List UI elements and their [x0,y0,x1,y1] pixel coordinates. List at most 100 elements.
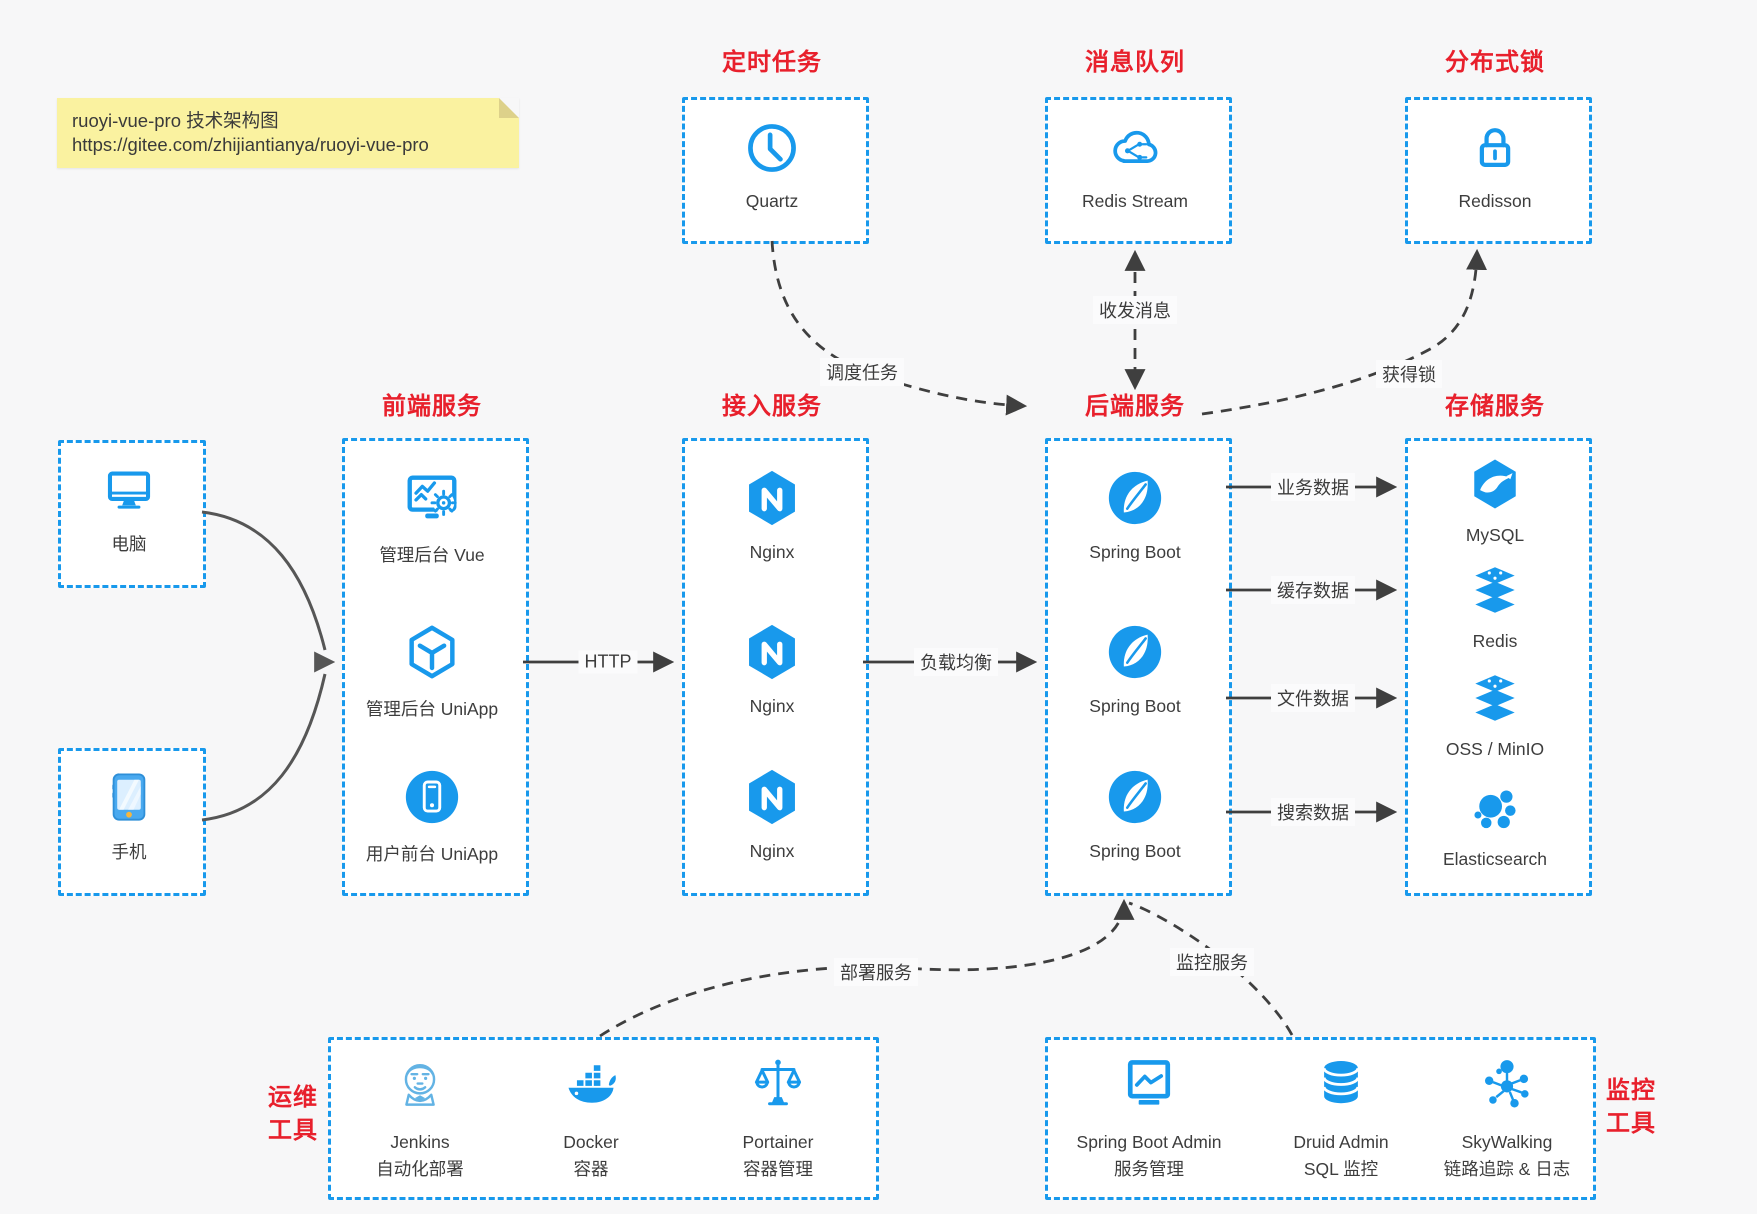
title-distributed-lock: 分布式锁 [1445,49,1545,76]
edge-label-monitor-service: 监控服务 [1170,948,1254,976]
note-url: https://gitee.com/zhijiantianya/ruoyi-vu… [72,134,429,155]
spring-leaf-icon [1107,624,1163,680]
portainer-node: Portainer 容器管理 [688,1054,868,1183]
docker-node: Docker 容器 [501,1054,681,1183]
portainer-name: Portainer [742,1132,814,1152]
pc-box [58,440,206,588]
storage-stack-icon [1475,675,1515,721]
distributed-lock-box [1405,97,1592,244]
title-frontend-services: 前端服务 [382,393,482,420]
mobile-app-icon [404,769,460,825]
redis-stack-icon [1475,567,1515,613]
redis-node: Redis [1405,562,1585,652]
phone-node: 手机 [39,768,219,864]
docker-desc: 容器 [573,1159,609,1179]
spring-boot-admin-desc: 服务管理 [1114,1159,1184,1179]
redis-stream-label: Redis Stream [1081,191,1188,211]
redis-stream-node: Redis Stream [1045,118,1225,212]
nginx-icon [741,621,803,683]
edge-label-load-balance: 负载均衡 [914,648,998,676]
note-title: ruoyi-vue-pro 技术架构图 [72,110,279,131]
redisson-label: Redisson [1458,191,1532,211]
nginx-node-3: Nginx [682,766,862,862]
admin-vue-node: 管理后台 Vue [342,467,522,567]
edge-label-acquire-lock: 获得锁 [1376,360,1442,388]
nginx-label-3: Nginx [749,841,795,861]
nginx-icon [741,467,803,529]
lock-icon [1465,118,1525,178]
spring-boot-label-3: Spring Boot [1089,841,1181,861]
monitor-tools-line1: 监控 [1606,1077,1656,1104]
sticky-note: ruoyi-vue-pro 技术架构图 https://gitee.com/zh… [57,98,519,168]
elasticsearch-cluster-icon [1474,790,1516,829]
edge-label-http: HTTP [578,650,638,674]
spring-boot-admin-node: Spring Boot Admin 服务管理 [1059,1054,1239,1183]
admin-screen-icon [401,467,463,529]
arrow-acquire-lock [1201,248,1488,416]
monitor-tools-line2: 工具 [1606,1110,1656,1137]
edge-label-search-data: 搜索数据 [1271,798,1355,826]
arrow-pc-to-frontend [201,510,327,651]
jenkins-desc: 自动化部署 [376,1159,464,1179]
edge-label-cache-data: 缓存数据 [1271,576,1355,604]
pc-node: 电脑 [39,460,219,556]
title-message-queue: 消息队列 [1085,49,1185,76]
skywalking-desc: 链路追踪 & 日志 [1443,1159,1571,1179]
elasticsearch-node: Elasticsearch [1405,780,1585,870]
edge-label-deploy-service: 部署服务 [834,958,918,986]
spring-boot-label-2: Spring Boot [1089,696,1181,716]
skywalking-name: SkyWalking [1461,1132,1553,1152]
mysql-dolphin-icon [1474,459,1516,509]
portainer-desc: 容器管理 [743,1159,813,1179]
spring-boot-admin-name: Spring Boot Admin [1076,1132,1222,1152]
portainer-scales-icon [754,1058,802,1106]
druid-admin-desc: SQL 监控 [1303,1159,1379,1179]
mysql-label: MySQL [1465,525,1525,545]
user-uniapp-node: 用户前台 UniApp [342,766,522,866]
oss-minio-label: OSS / MinIO [1445,739,1545,759]
redis-label: Redis [1472,631,1518,651]
admin-vue-label: 管理后台 Vue [379,545,485,565]
spring-boot-label-1: Spring Boot [1089,542,1181,562]
edge-label-business-data: 业务数据 [1271,473,1355,501]
elasticsearch-label: Elasticsearch [1442,849,1548,869]
skywalking-node: SkyWalking 链路追踪 & 日志 [1417,1054,1597,1183]
jenkins-icon [404,1064,436,1106]
nginx-node-1: Nginx [682,467,862,563]
ops-tools-line1: 运维 [268,1084,318,1111]
edge-label-file-data: 文件数据 [1271,684,1355,712]
title-gateway-services: 接入服务 [722,393,822,420]
monitor-chart-icon [1119,1054,1179,1114]
database-icon [1322,1059,1360,1105]
edge-label-send-receive-message: 收发消息 [1093,296,1177,324]
spring-boot-node-1: Spring Boot [1045,467,1225,563]
mysql-node: MySQL [1405,456,1585,546]
clock-icon [742,118,802,178]
user-uniapp-label: 用户前台 UniApp [365,844,499,864]
desktop-icon [100,460,158,518]
title-scheduled-task: 定时任务 [722,49,822,76]
cube-icon [401,621,463,683]
nginx-label-2: Nginx [749,696,795,716]
title-ops-tools: 运维 工具 [200,1081,318,1147]
spring-boot-node-3: Spring Boot [1045,766,1225,862]
phone-label: 手机 [111,842,147,862]
skywalking-nodes-icon [1483,1058,1530,1109]
admin-uniapp-label: 管理后台 UniApp [365,699,499,719]
nginx-label-1: Nginx [749,542,795,562]
nginx-icon [741,766,803,828]
druid-admin-name: Druid Admin [1293,1132,1389,1152]
phone-icon [111,773,146,821]
title-backend-services: 后端服务 [1085,393,1185,420]
phone-box [58,748,206,896]
nginx-node-2: Nginx [682,621,862,717]
ops-tools-line2: 工具 [268,1117,318,1144]
quartz-label: Quartz [745,191,799,211]
jenkins-name: Jenkins [390,1132,450,1152]
admin-uniapp-node: 管理后台 UniApp [342,621,522,721]
druid-admin-node: Druid Admin SQL 监控 [1251,1054,1431,1183]
pc-label: 电脑 [111,534,147,554]
note-fold-corner [499,98,519,118]
docker-name: Docker [563,1132,619,1152]
